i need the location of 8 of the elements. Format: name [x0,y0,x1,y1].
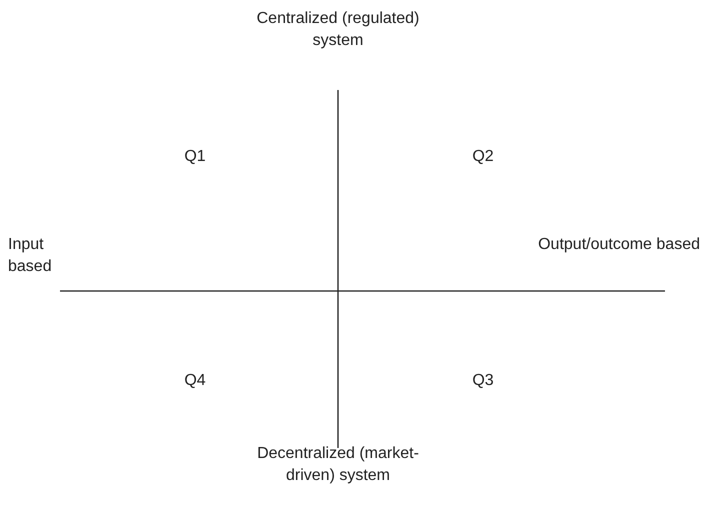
quadrant-label: Q1 [183,147,207,167]
quadrant-label: Q3 [471,371,495,391]
axis-end-label: Output/outcome based [537,235,700,255]
quadrant-label: Q2 [471,147,495,167]
quadrant-label: Q4 [183,371,207,391]
axis-end-label: Input based [8,235,53,277]
axis-end-label: Decentralized (market-driven) system [256,444,420,486]
axis-end-label: Centralized (regulated) system [256,9,420,51]
